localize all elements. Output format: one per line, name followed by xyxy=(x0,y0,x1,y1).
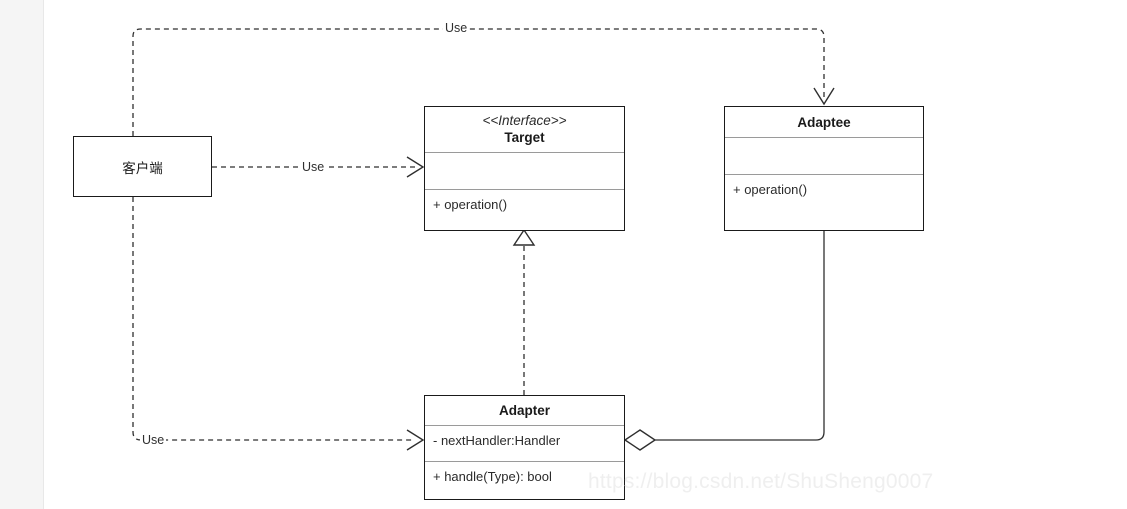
node-adapter-header: Adapter xyxy=(425,396,624,425)
edge-adapter-realizes-target[interactable] xyxy=(512,228,536,395)
node-adaptee[interactable]: Adaptee + operation() xyxy=(724,106,924,231)
node-adaptee-operation-0: + operation() xyxy=(733,182,808,197)
node-adapter-operation-0: + handle(Type): bool xyxy=(433,469,552,484)
node-target-operation-0: + operation() xyxy=(433,197,508,212)
edge-client-uses-adaptee[interactable] xyxy=(132,28,835,136)
node-target[interactable]: <<Interface>> Target + operation() xyxy=(424,106,625,231)
edge-client-uses-adaptee-arrowhead xyxy=(813,87,835,106)
node-client[interactable]: 客户端 xyxy=(73,136,212,197)
node-adaptee-attributes xyxy=(725,137,923,174)
edge-label-use-top: Use xyxy=(443,21,470,35)
node-target-header: <<Interface>> Target xyxy=(425,107,624,152)
edge-client-uses-target-arrowhead xyxy=(406,156,425,178)
node-target-name: Target xyxy=(504,130,545,145)
hollow-triangle-icon xyxy=(512,228,536,246)
edge-adapter-aggregates-adaptee-line xyxy=(655,231,825,441)
node-adapter[interactable]: Adapter - nextHandler:Handler + handle(T… xyxy=(424,395,625,500)
node-adapter-name: Adapter xyxy=(498,403,550,418)
edge-label-use-bottom: Use xyxy=(140,433,167,447)
edge-client-uses-adapter-line xyxy=(132,197,415,441)
node-client-label: 客户端 xyxy=(122,160,163,176)
edge-client-uses-adapter[interactable] xyxy=(132,197,425,451)
edge-adapter-aggregates-adaptee[interactable] xyxy=(623,231,825,451)
node-target-stereotype: <<Interface>> xyxy=(482,113,567,128)
node-target-operations: + operation() xyxy=(425,189,624,229)
edge-client-uses-adaptee-line xyxy=(132,28,825,136)
node-adaptee-operations: + operation() xyxy=(725,174,923,229)
node-adapter-operations: + handle(Type): bool xyxy=(425,461,624,499)
node-target-attributes xyxy=(425,152,624,189)
node-adaptee-header: Adaptee xyxy=(725,107,923,137)
hollow-diamond-icon xyxy=(623,429,657,451)
edge-client-uses-adapter-arrowhead xyxy=(406,429,425,451)
node-adapter-attributes: - nextHandler:Handler xyxy=(425,425,624,461)
page-gutter xyxy=(0,0,44,509)
node-adapter-attribute-0: - nextHandler:Handler xyxy=(433,433,561,448)
edge-label-use-middle: Use xyxy=(300,160,327,174)
node-adaptee-name: Adaptee xyxy=(797,114,851,130)
